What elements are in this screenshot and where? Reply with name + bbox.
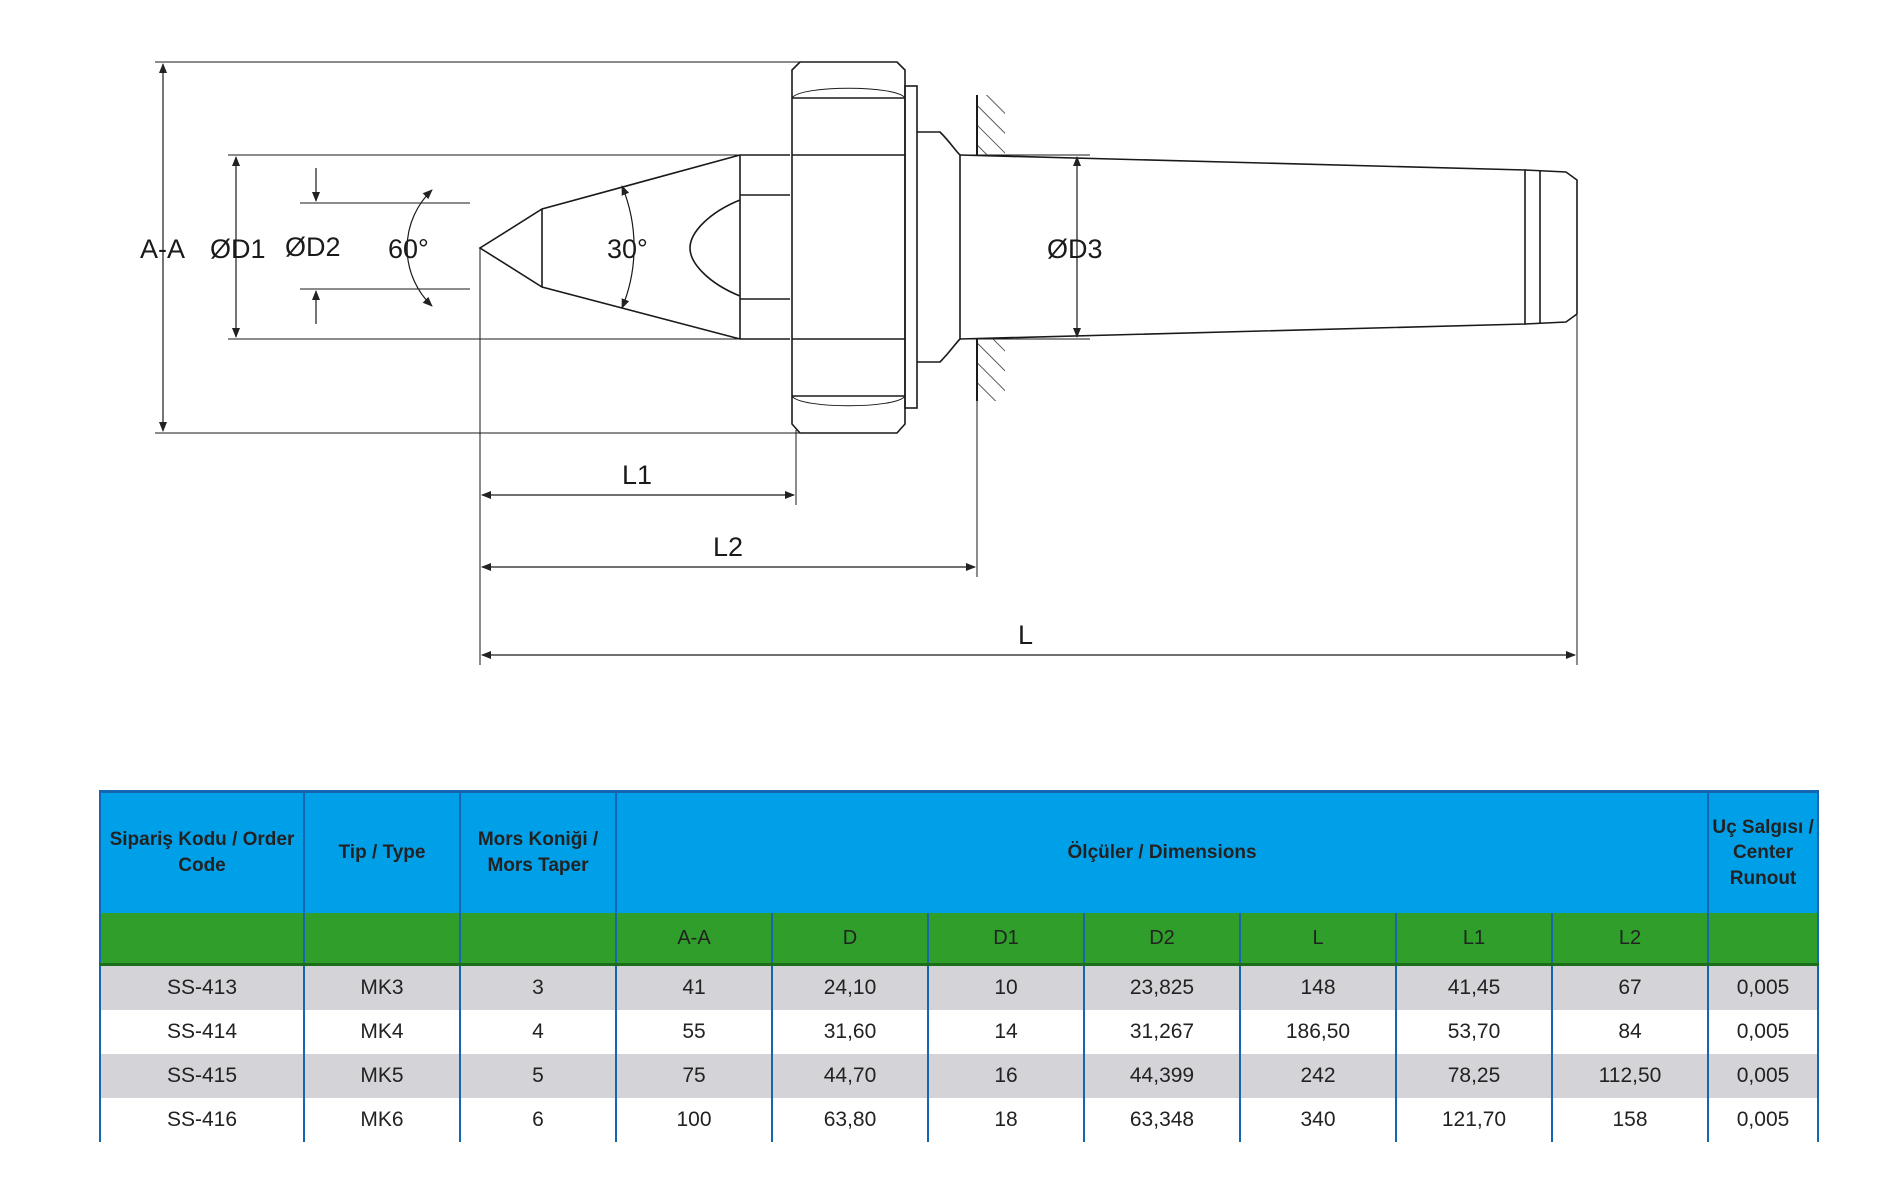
cell-l: 148 — [1239, 964, 1397, 1010]
cell-aa: 41 — [615, 964, 773, 1010]
cell-aa: 75 — [615, 1054, 773, 1098]
cell-d: 31,60 — [771, 1010, 929, 1054]
cell-d: 44,70 — [771, 1054, 929, 1098]
table-subheader-row: A-A D D1 D2 L L1 L2 — [99, 913, 1820, 966]
cell-type: MK5 — [303, 1054, 461, 1098]
header-order-code: Sipariş Kodu / Order Code — [99, 791, 305, 913]
table-row: SS-415 MK5 5 75 44,70 16 44,399 242 78,2… — [99, 1054, 1820, 1098]
subheader-empty — [459, 913, 617, 966]
cell-d1: 10 — [927, 964, 1085, 1010]
label-l1: L1 — [622, 460, 652, 490]
cell-mors-taper: 5 — [459, 1054, 617, 1098]
cell-d1: 18 — [927, 1098, 1085, 1142]
live-center-drawing: A-A ØD1 ØD2 60° 30° ØD3 L1 L2 L — [140, 61, 1578, 665]
cell-mors-taper: 3 — [459, 964, 617, 1010]
header-mors-taper: Mors Koniği / Mors Taper — [459, 791, 617, 913]
morse-taper-shank — [959, 154, 1578, 340]
subheader-d2: D2 — [1083, 913, 1241, 966]
label-l: L — [1018, 620, 1033, 650]
label-angle-cone: 30° — [607, 234, 648, 264]
cell-order-code: SS-414 — [99, 1010, 305, 1054]
cell-mors-taper: 4 — [459, 1010, 617, 1054]
cell-l: 242 — [1239, 1054, 1397, 1098]
cell-runout: 0,005 — [1707, 1010, 1820, 1054]
dimension-lines — [159, 63, 1576, 659]
cell-d2: 63,348 — [1083, 1098, 1241, 1142]
cone-point — [478, 154, 790, 340]
label-angle-tip: 60° — [388, 234, 429, 264]
header-dimensions: Ölçüler / Dimensions — [614, 791, 1710, 913]
dimensions-table: Sipariş Kodu / Order Code Tip / Type Mor… — [99, 790, 1820, 1142]
cell-l1: 53,70 — [1395, 1010, 1553, 1054]
cell-d1: 14 — [927, 1010, 1085, 1054]
cell-l2: 67 — [1550, 964, 1710, 1010]
cell-l1: 121,70 — [1395, 1098, 1553, 1142]
extension-lines — [155, 61, 1578, 665]
subheader-d1: D1 — [927, 913, 1085, 966]
hex-nut — [791, 61, 918, 434]
label-d3: ØD3 — [1047, 234, 1103, 264]
cell-type: MK3 — [303, 964, 461, 1010]
cell-aa: 100 — [615, 1098, 773, 1142]
label-d2: ØD2 — [285, 232, 341, 262]
subheader-l1: L1 — [1395, 913, 1553, 966]
cell-d: 24,10 — [771, 964, 929, 1010]
table-header-row: Sipariş Kodu / Order Code Tip / Type Mor… — [99, 791, 1820, 913]
subheader-empty — [1707, 913, 1820, 966]
label-l2: L2 — [713, 532, 743, 562]
table-row: SS-416 MK6 6 100 63,80 18 63,348 340 121… — [99, 1098, 1820, 1142]
cell-l: 186,50 — [1239, 1010, 1397, 1054]
cell-l2: 158 — [1550, 1098, 1710, 1142]
label-d1: ØD1 — [210, 234, 266, 264]
cell-l2: 84 — [1550, 1010, 1710, 1054]
header-type: Tip / Type — [303, 791, 461, 913]
subheader-d: D — [771, 913, 929, 966]
label-aa: A-A — [140, 234, 185, 264]
cell-type: MK4 — [303, 1010, 461, 1054]
cell-runout: 0,005 — [1707, 964, 1820, 1010]
cell-l2: 112,50 — [1550, 1054, 1710, 1098]
cell-d2: 44,399 — [1083, 1054, 1241, 1098]
cell-l1: 78,25 — [1395, 1054, 1553, 1098]
cell-d1: 16 — [927, 1054, 1085, 1098]
cell-runout: 0,005 — [1707, 1098, 1820, 1142]
subheader-aa: A-A — [615, 913, 773, 966]
cell-order-code: SS-416 — [99, 1098, 305, 1142]
cell-order-code: SS-413 — [99, 964, 305, 1010]
table-row: SS-414 MK4 4 55 31,60 14 31,267 186,50 5… — [99, 1010, 1820, 1054]
cell-l: 340 — [1239, 1098, 1397, 1142]
subheader-empty — [303, 913, 461, 966]
spindle-wall — [976, 95, 1005, 401]
cell-d2: 23,825 — [1083, 964, 1241, 1010]
cell-l1: 41,45 — [1395, 964, 1553, 1010]
cell-type: MK6 — [303, 1098, 461, 1142]
cell-aa: 55 — [615, 1010, 773, 1054]
cell-d: 63,80 — [771, 1098, 929, 1142]
subheader-l2: L2 — [1550, 913, 1710, 966]
neck — [917, 131, 961, 363]
table-row: SS-413 MK3 3 41 24,10 10 23,825 148 41,4… — [99, 964, 1820, 1010]
header-runout: Uç Salgısı / Center Runout — [1707, 791, 1820, 913]
cell-runout: 0,005 — [1707, 1054, 1820, 1098]
cell-mors-taper: 6 — [459, 1098, 617, 1142]
subheader-empty — [99, 913, 305, 966]
cell-d2: 31,267 — [1083, 1010, 1241, 1054]
subheader-l: L — [1239, 913, 1397, 966]
cell-order-code: SS-415 — [99, 1054, 305, 1098]
